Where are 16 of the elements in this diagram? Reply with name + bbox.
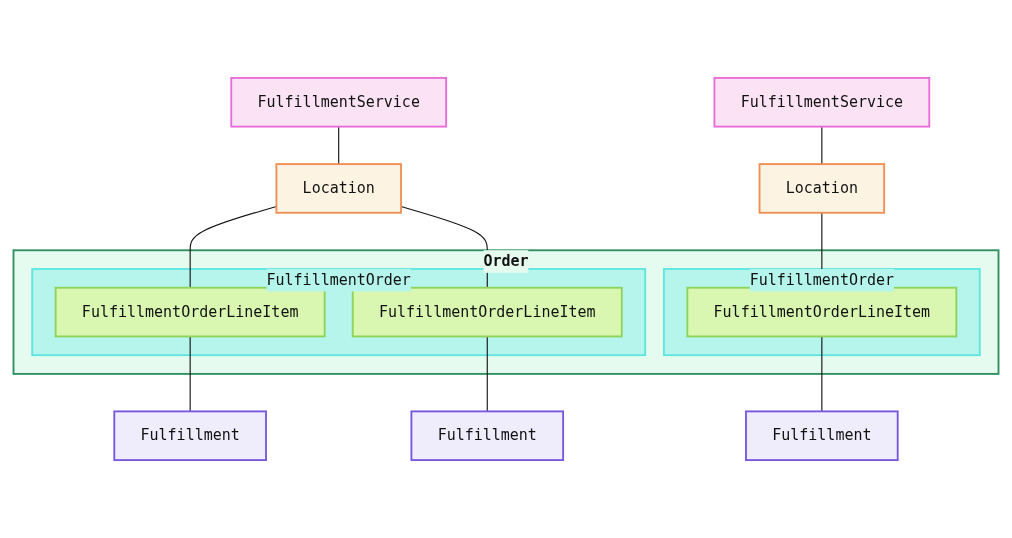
node-box: FulfillmentOrderLineItem xyxy=(54,286,326,338)
node-box: FulfillmentOrderLineItem xyxy=(351,286,623,338)
connector xyxy=(189,205,277,289)
connector xyxy=(821,335,823,412)
node-box: Location xyxy=(758,163,886,214)
node-box: FulfillmentOrderLineItem xyxy=(686,286,958,338)
node-box: FulfillmentService xyxy=(230,76,448,128)
connector xyxy=(338,126,340,165)
node-box: Fulfillment xyxy=(410,410,565,462)
connector xyxy=(486,335,488,412)
connector xyxy=(189,335,191,412)
node-box: Fulfillment xyxy=(113,410,267,462)
node-box: Location xyxy=(275,163,402,214)
node-box: FulfillmentService xyxy=(713,76,931,128)
connector xyxy=(821,126,823,165)
node-box: Fulfillment xyxy=(745,410,899,462)
